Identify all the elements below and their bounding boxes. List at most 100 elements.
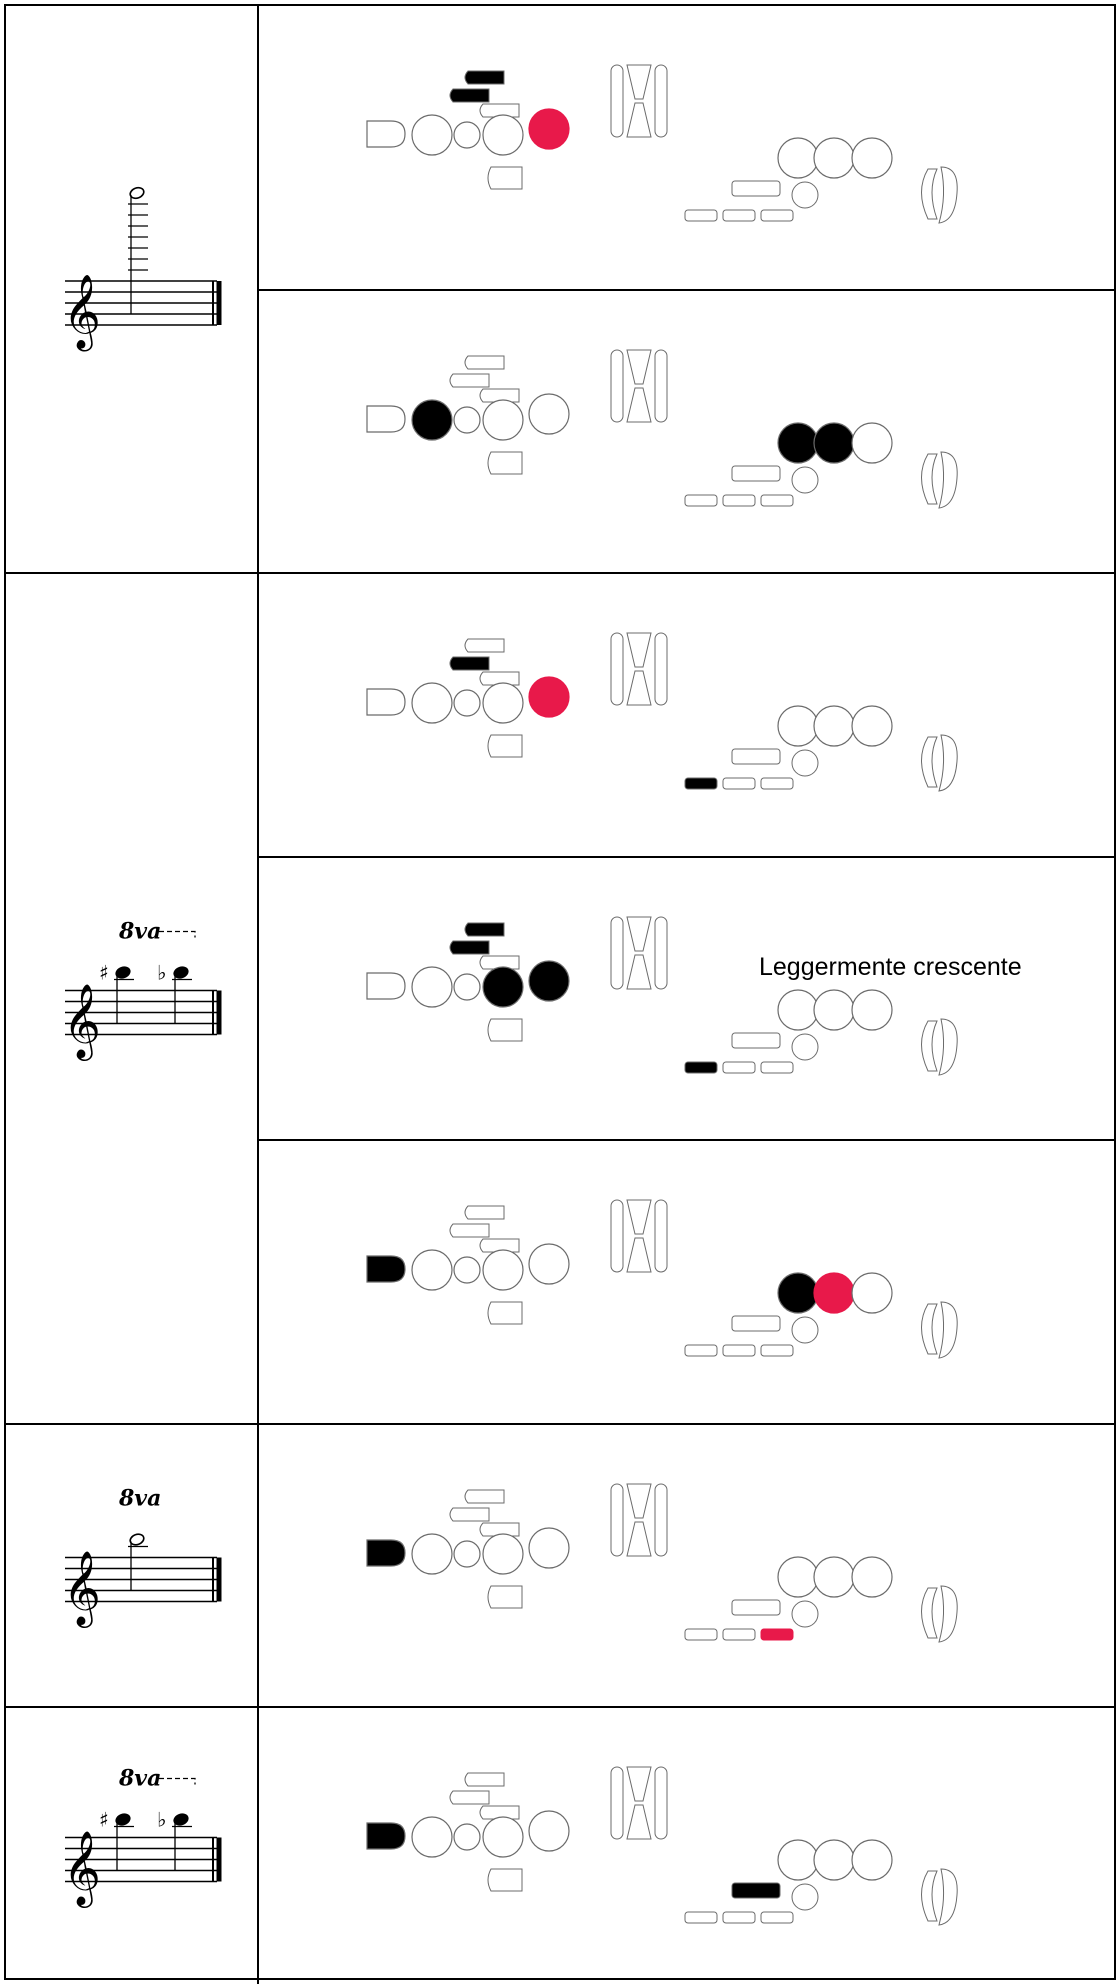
right-hole-1 [777,705,819,747]
register-keys [610,916,668,990]
right-hole-3 [851,422,893,464]
left-hole-4 [528,676,570,718]
ottava-marking: 8va [118,1766,161,1792]
group-3-fingering-1 [366,1483,958,1643]
pinky-key-left [921,1303,938,1355]
right-hole-1 [777,137,819,179]
group-2-fingering-3 [366,1199,958,1359]
right-hole-2 [813,989,855,1031]
mid-bar-key [731,1882,781,1899]
mid-bar-key [731,1599,781,1616]
left-bar-key-1 [464,1772,505,1787]
register-keys [610,349,668,423]
pinky-key-left [921,168,938,220]
group-2-fingering-2: Leggermente crescente [366,916,1022,1076]
left-bar-key-1 [464,922,505,937]
bottom-bar-key-3 [760,1911,794,1924]
left-hole-1 [411,399,453,441]
right-hole-3 [851,705,893,747]
register-keys [610,632,668,706]
left-hole-3 [482,1816,524,1858]
pinky-key-right [938,1585,958,1643]
flat-accidental: ♭ [157,1808,166,1832]
group-4-notation: 𝄞 8va ♯ ♭ [63,1766,222,1909]
register-keys [610,64,668,138]
group-2-fingering-1 [366,632,958,792]
ottava-bracket [159,1777,196,1785]
register-keys [610,1766,668,1840]
bottom-bar-key-2 [722,1344,756,1357]
pinky-keys [921,734,958,792]
treble-clef: 𝄞 [63,1832,101,1909]
right-hole-2 [813,705,855,747]
d-key [366,688,406,716]
right-hole-3 [851,1556,893,1598]
bottom-bar-key-1 [684,777,718,790]
left-bar-key-1 [464,638,505,653]
right-hole-2 [813,137,855,179]
right-hole-1 [777,989,819,1031]
right-hole-2 [813,1839,855,1881]
pinky-key-right [938,734,958,792]
register-keys [610,1199,668,1273]
left-hole-4 [528,1527,570,1569]
left-hole-3 [482,1249,524,1291]
right-small-hole [791,1600,819,1628]
left-hole-3 [482,114,524,156]
right-small-hole [791,1316,819,1344]
treble-clef: 𝄞 [63,985,101,1062]
left-hole-1 [411,1249,453,1291]
table-grid [4,4,1116,1984]
mid-bar-key [731,1315,781,1332]
note-1 [128,186,148,314]
treble-clef: 𝄞 [63,1552,101,1629]
flat-accidental: ♭ [157,961,166,985]
register-key-right [654,632,668,706]
register-key-bottom [626,1804,652,1840]
bottom-bar-key-2 [722,777,756,790]
ottava-bracket [159,930,196,938]
note-2: ♭ [157,1808,192,1871]
thumb-key [487,1868,523,1892]
bottom-bar-key-2 [722,209,756,222]
bottom-bar-key-3 [760,1344,794,1357]
left-bar-key-1 [464,1205,505,1220]
pinky-key-right [938,451,958,509]
right-hole-3 [851,989,893,1031]
register-key-top [626,632,652,668]
diagram-annotation: Leggermente crescente [759,953,1022,981]
thumb-key [487,1585,523,1609]
right-hole-1 [777,1556,819,1598]
bottom-bar-key-3 [760,1628,794,1641]
d-key [366,405,406,433]
ottava-marking: 8va [118,919,161,945]
d-key [366,1255,406,1283]
thumb-key [487,1018,523,1042]
register-key-top [626,1199,652,1235]
left-bar-key-2 [449,1507,490,1522]
left-hole-3 [482,966,524,1008]
right-small-hole [791,749,819,777]
right-hole-1 [777,422,819,464]
group-2-notation: 𝄞8va♯♭ [63,919,222,1062]
sharp-accidental: ♯ [99,1808,109,1832]
register-key-top [626,349,652,385]
bottom-bar-key-1 [684,1061,718,1074]
left-bar-key-2 [449,373,490,388]
register-key-left [610,632,624,706]
left-bar-key-2 [449,88,490,103]
d-key [366,1539,406,1567]
group-3-notation: 𝄞8va [63,1486,222,1629]
left-hole-2 [453,689,481,717]
register-key-top [626,1766,652,1802]
register-key-bottom [626,670,652,706]
note-2: ♭ [157,961,192,1024]
thumb-key [487,1301,523,1325]
pinky-keys [921,1868,958,1926]
pinky-keys [921,1585,958,1643]
left-bar-key-1 [464,1489,505,1504]
bottom-bar-key-1 [684,1628,718,1641]
left-hole-3 [482,682,524,724]
group-1-fingering-1 [366,64,958,224]
